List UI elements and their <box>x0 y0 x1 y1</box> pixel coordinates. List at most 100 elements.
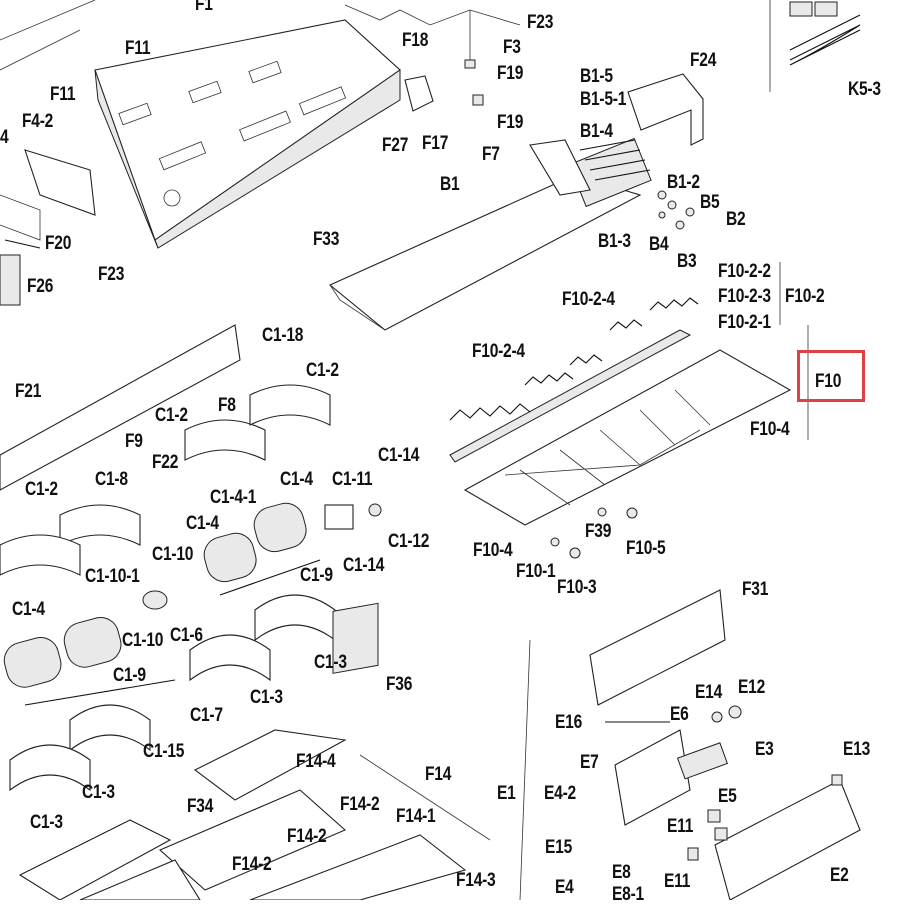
bracket-f4 <box>0 149 96 306</box>
part-label: C1-18 <box>262 325 304 346</box>
part-label: F10-5 <box>626 538 666 559</box>
part-label: F18 <box>402 30 429 51</box>
part-label: E14 <box>695 682 722 703</box>
part-label: C1-12 <box>388 531 430 552</box>
part-label: F10-2-4 <box>472 341 525 362</box>
part-label: F23 <box>527 12 554 33</box>
evaporator-b1 <box>328 137 695 331</box>
part-label: B2 <box>726 209 746 230</box>
part-label: F14 <box>425 764 452 785</box>
part-label: B1-5-1 <box>580 89 627 110</box>
part-label: C1-10-1 <box>85 566 140 587</box>
part-label: F10-2-1 <box>718 312 771 333</box>
fan-wheel <box>3 502 307 688</box>
pipes-f18-f3 <box>344 4 521 112</box>
part-label: E15 <box>545 837 572 858</box>
part-label: F10-2 <box>785 286 825 307</box>
part-label: F19 <box>497 63 524 84</box>
part-label: C1-11 <box>332 469 373 490</box>
part-label: F14-2 <box>287 826 327 847</box>
part-label: C1-4 <box>280 469 313 490</box>
part-label: C1-4 <box>186 513 219 534</box>
part-label: F10-3 <box>557 577 597 598</box>
part-label: E16 <box>555 712 582 733</box>
filters-f14-f34 <box>18 729 491 900</box>
blower-section-c1 <box>0 324 382 792</box>
part-label: B1 <box>440 174 460 195</box>
part-label: F7 <box>482 144 500 165</box>
part-label: B1-4 <box>580 121 613 142</box>
part-label: F26 <box>27 276 54 297</box>
part-label: F34 <box>187 796 214 817</box>
part-label: C1-2 <box>306 360 339 381</box>
part-label: F23 <box>98 264 125 285</box>
part-label: C1-2 <box>25 479 58 500</box>
part-label: C1-3 <box>82 782 115 803</box>
part-label: E4 <box>555 877 574 898</box>
part-label: B1-3 <box>598 231 631 252</box>
part-label: C1-4-1 <box>210 487 257 508</box>
part-label: B3 <box>677 251 697 272</box>
part-label: F4-2 <box>22 111 54 132</box>
part-label: F39 <box>585 521 612 542</box>
part-label: E11 <box>664 871 691 892</box>
front-panel-f10 <box>449 329 792 559</box>
electrical-box-e <box>519 639 861 900</box>
part-label: F20 <box>45 233 72 254</box>
part-label: K5-3 <box>848 79 881 100</box>
part-label: C1-4 <box>12 599 45 620</box>
part-label: F24 <box>690 50 717 71</box>
part-label: F3 <box>503 37 521 58</box>
part-label: F31 <box>742 579 769 600</box>
part-label: F27 <box>382 135 409 156</box>
part-label: B4 <box>649 234 669 255</box>
part-label: C1-3 <box>250 687 283 708</box>
part-label: F14-2 <box>232 854 272 875</box>
part-label: F14-4 <box>296 751 336 772</box>
part-label: F10-2-4 <box>562 289 615 310</box>
part-label: C1-2 <box>155 405 188 426</box>
part-label: E12 <box>738 677 765 698</box>
part-label: C1-3 <box>314 652 347 673</box>
part-label: C1-10 <box>122 630 164 651</box>
part-label: 4 <box>0 127 9 148</box>
bracket-f24 <box>627 73 704 146</box>
part-label: E6 <box>670 704 689 725</box>
part-label: E11 <box>667 816 694 837</box>
part-label: F8 <box>218 395 236 416</box>
heater-k5-3 <box>769 0 861 92</box>
part-label: F10-2-3 <box>718 286 771 307</box>
highlight-box-f10 <box>797 350 865 402</box>
part-label: E4-2 <box>544 783 576 804</box>
part-label: B1-2 <box>667 172 700 193</box>
part-label: E13 <box>843 739 870 760</box>
part-label: F1 <box>195 0 213 15</box>
part-label: E8 <box>612 862 631 883</box>
part-label: E2 <box>830 865 849 886</box>
part-label: E7 <box>580 752 599 773</box>
part-label: F10-2-2 <box>718 261 771 282</box>
part-label: F36 <box>386 674 413 695</box>
grille-f36 <box>332 602 379 674</box>
part-label: F10 <box>815 371 842 392</box>
part-label: C1-9 <box>113 665 146 686</box>
part-label: E1 <box>497 783 516 804</box>
part-label: F17 <box>422 133 449 154</box>
part-label: F10-4 <box>473 540 513 561</box>
part-label: C1-6 <box>170 625 203 646</box>
part-label: F11 <box>50 84 76 105</box>
louver-clips-f10-2 <box>449 262 809 440</box>
part-label: C1-15 <box>143 741 185 762</box>
part-label: C1-3 <box>30 812 63 833</box>
part-label: C1-14 <box>343 555 385 576</box>
part-label: F14-1 <box>396 806 436 827</box>
part-label: F14-2 <box>340 794 380 815</box>
part-label: C1-14 <box>378 445 420 466</box>
part-label: E5 <box>718 786 737 807</box>
part-label: F9 <box>125 431 143 452</box>
part-label: E3 <box>755 739 774 760</box>
part-label: B1-5 <box>580 66 613 87</box>
part-label: F10-1 <box>516 561 556 582</box>
part-label: F22 <box>152 452 179 473</box>
